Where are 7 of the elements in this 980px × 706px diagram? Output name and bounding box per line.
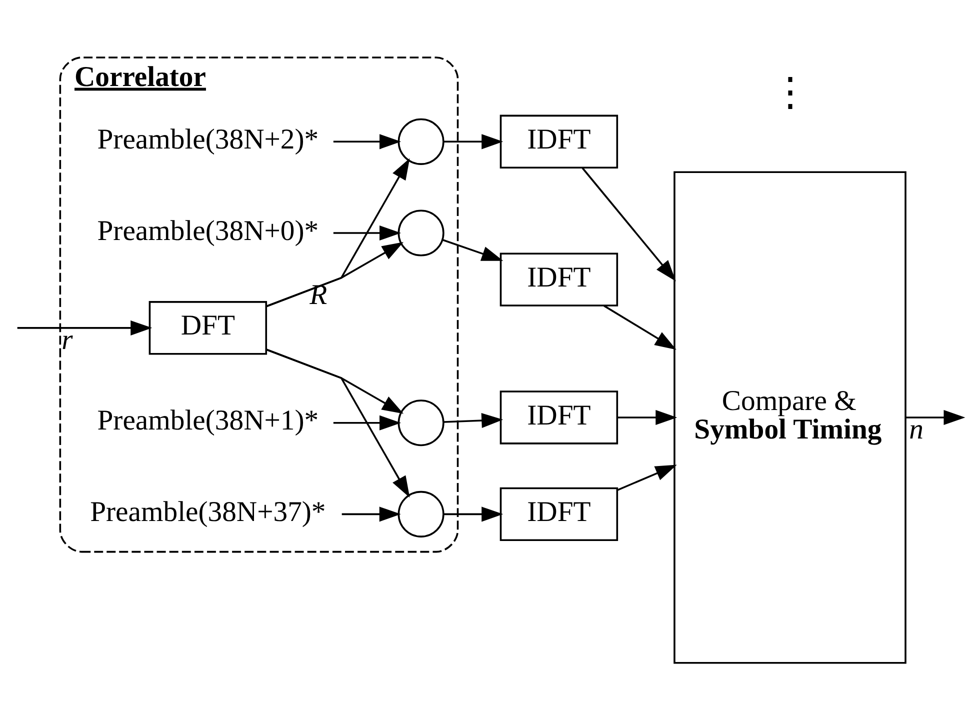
- node-text: Preamble(38N+37)*: [90, 496, 326, 528]
- edge-label: n: [909, 414, 924, 446]
- node-text: Preamble(38N+0)*: [97, 214, 319, 247]
- node-text: Preamble(38N+2)*: [97, 123, 319, 156]
- edge-label: r: [62, 324, 73, 356]
- label: ⋮: [770, 70, 810, 114]
- node-text: Preamble(38N+1)*: [97, 404, 319, 437]
